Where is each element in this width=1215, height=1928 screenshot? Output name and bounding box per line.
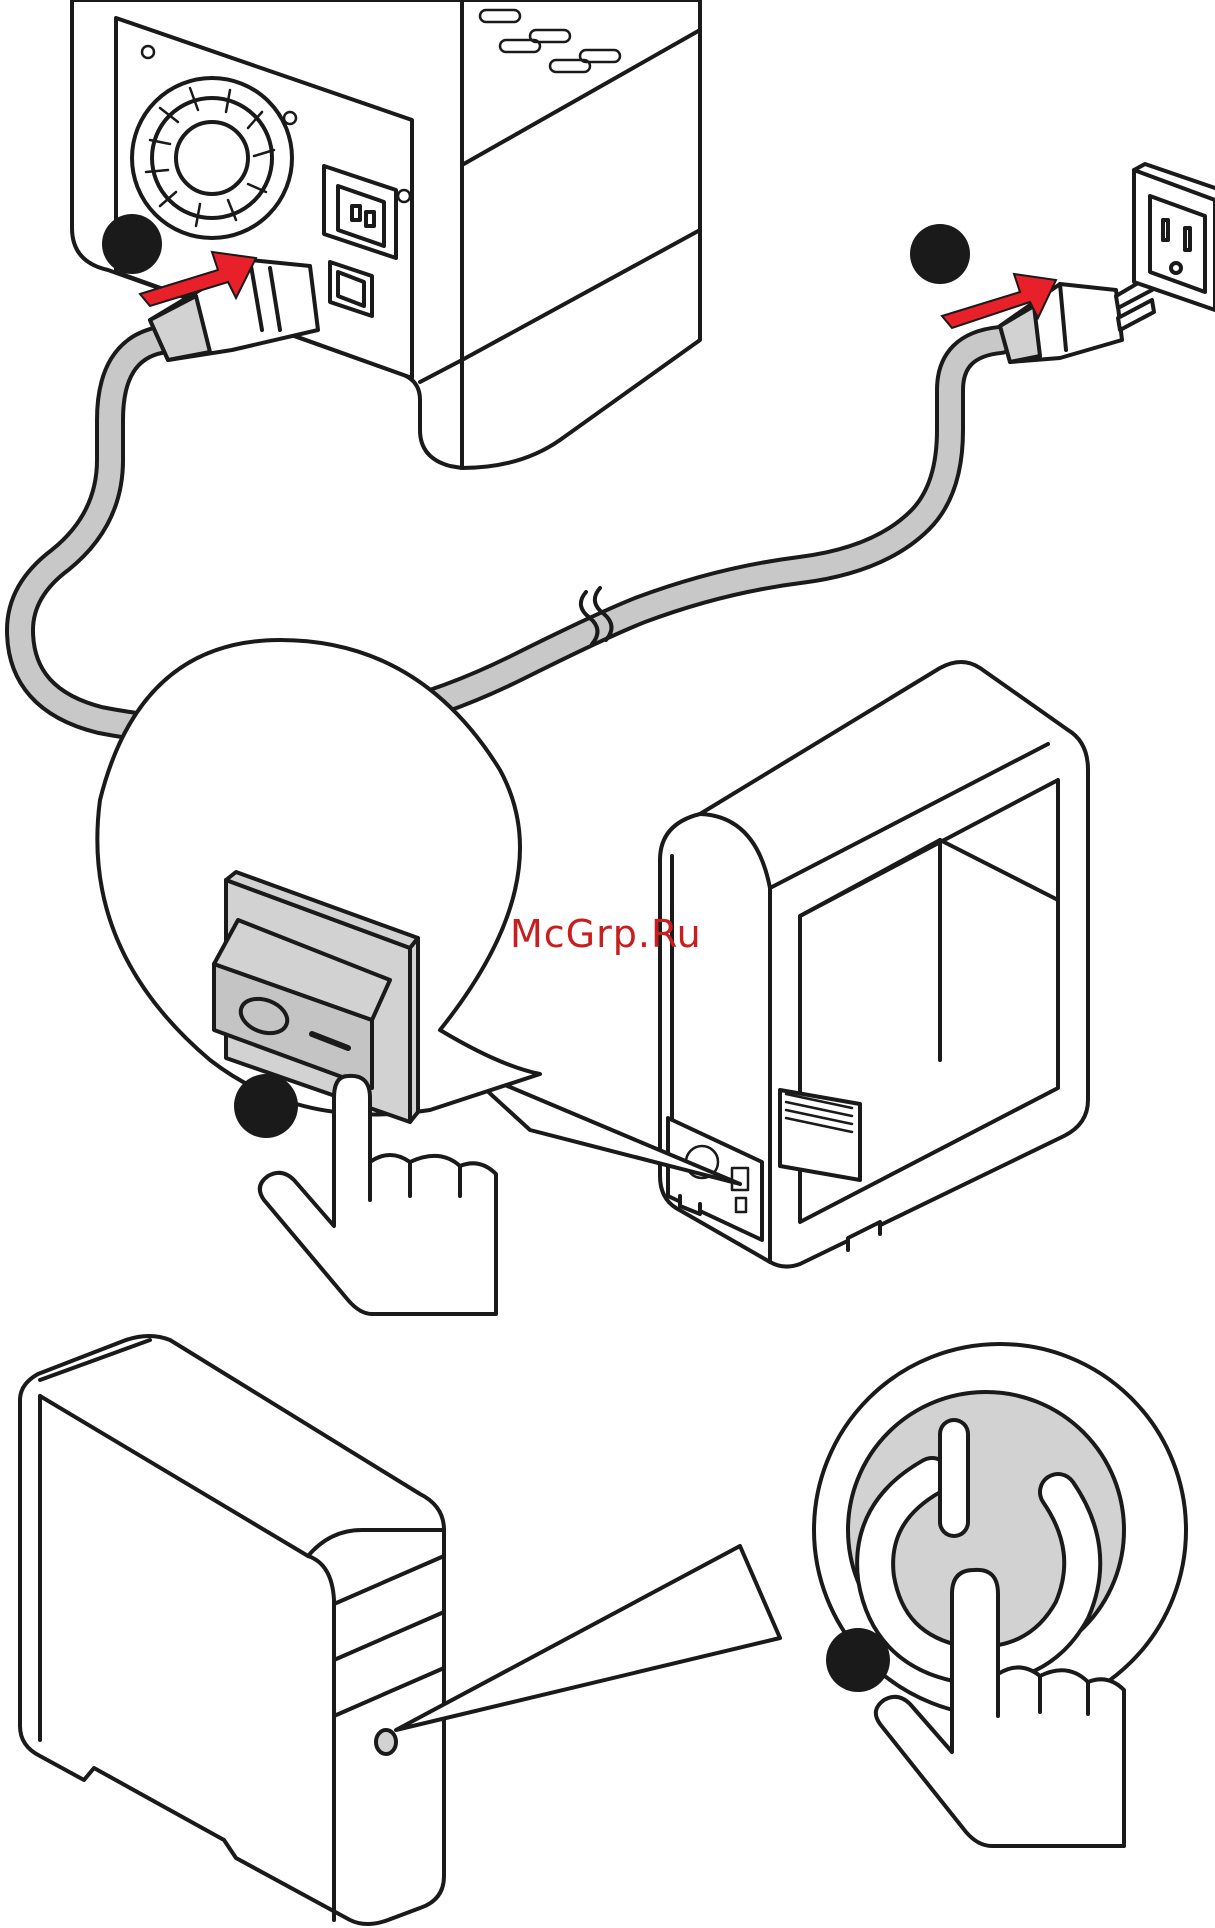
- step-marker: [910, 224, 970, 284]
- rocker-switch-icon: [97, 640, 540, 1122]
- step-marker: [826, 1628, 890, 1692]
- step-marker: [234, 1074, 298, 1138]
- zoom-leader: [396, 1546, 780, 1730]
- wall-outlet-icon: [1134, 164, 1215, 310]
- step-marker: [102, 214, 162, 274]
- watermark: McGrp.Ru: [510, 912, 702, 956]
- power-supply-icon: [72, 0, 700, 468]
- tower-pc-icon: [20, 1336, 444, 1924]
